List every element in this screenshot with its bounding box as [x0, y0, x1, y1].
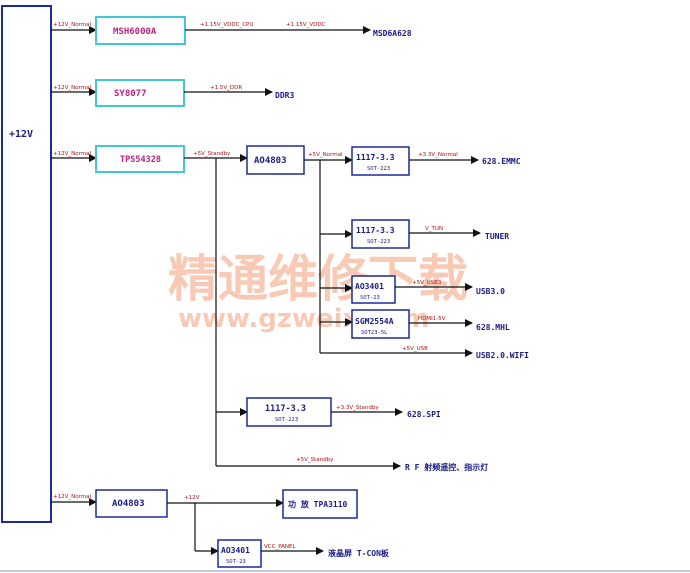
net-hdmi-5v: HDMI1-5V: [418, 316, 446, 322]
dest-wifi: USB2.0.WIFI: [476, 351, 529, 360]
block-ldo-emmc-label: 1117-3.3: [356, 153, 395, 162]
net-5v-normal: +5V_Normal: [308, 152, 343, 158]
block-ldo-tuner-pkg: SOT-223: [367, 239, 390, 245]
net-vddc: +1.15V_VDDC: [286, 22, 326, 28]
block-sgm2554a-pkg: SOT23-5L: [361, 330, 388, 336]
net-33v-normal: +3.3V_Normal: [418, 152, 458, 158]
net-5v-standby-1: +5V_Standby: [193, 151, 231, 157]
block-ldo-emmc-pkg: SOT-223: [367, 166, 390, 172]
net-vcc-panel: VCC_PANEL: [264, 544, 297, 550]
net-ddr: +1.5V_DDR: [210, 85, 242, 91]
block-ao3401-usb: [351, 275, 396, 304]
block-ao3401-usb-label: AO3401: [355, 282, 384, 291]
block-ldo-tuner: [351, 219, 410, 249]
dest-tuner: TUNER: [485, 232, 509, 241]
net-5v-standby-2: +5V_Standby: [296, 457, 334, 463]
block-msh6000a-label: MSH6000A: [113, 27, 157, 37]
block-amp-label: 功 放 TPA3110: [288, 499, 348, 509]
net-5v-usb: +5V_USB: [402, 346, 428, 352]
watermark-cn: 精通维修下载: [168, 250, 468, 308]
block-amp: [282, 489, 358, 519]
block-ao4803-a-label: AO4803: [254, 156, 287, 166]
net-12v-normal-4: +12V_Normal: [53, 494, 91, 500]
dest-mhl: 628.MHL: [476, 323, 510, 332]
block-ldo-spi-label: 1117-3.3: [265, 404, 306, 414]
block-ao3401-panel-label: AO3401: [221, 546, 250, 555]
net-12v-normal-1: +12V_Normal: [53, 22, 91, 28]
rail-12v-box: [1, 5, 52, 523]
dest-emmc: 628.EMMC: [482, 157, 521, 166]
block-ao3401-usb-pkg: SOT-23: [360, 295, 380, 301]
block-tps54328: [95, 145, 185, 173]
net-12v-normal-3: +12V_Normal: [53, 151, 91, 157]
block-ao3401-panel: [217, 539, 262, 568]
dest-msd6a628: MSD6A628: [373, 29, 412, 38]
net-5v-usb3: +5V_USB3: [412, 280, 442, 286]
block-sgm2554a-label: SGM2554A: [355, 317, 394, 326]
dest-usb3: USB3.0: [476, 287, 505, 296]
net-12v: +12V: [184, 495, 200, 501]
block-sy8077-label: SY8077: [114, 89, 147, 99]
block-tps54328-label: TPS54328: [120, 155, 161, 165]
block-ldo-spi-pkg: SOT-223: [275, 417, 298, 423]
net-vddc-cpu: +1.15V_VDDC_CPU: [200, 22, 253, 28]
dest-panel: 液晶屏 T-CON板: [328, 548, 390, 558]
block-ao4803-b-label: AO4803: [112, 499, 145, 509]
block-msh6000a: [95, 16, 186, 45]
block-ao4803-a: [246, 145, 305, 175]
block-ldo-emmc: [351, 146, 410, 176]
net-v-tun: V_TUN: [425, 226, 443, 232]
rail-12v-label: +12V: [9, 129, 33, 140]
block-ao3401-panel-pkg: SOT-23: [226, 559, 246, 565]
dest-rf: R F 射频遥控、指示灯: [405, 462, 488, 472]
net-33v-standby: +3.3V_Standby: [336, 405, 379, 411]
block-ao4803-b: [95, 489, 168, 518]
block-ldo-spi: [246, 397, 332, 427]
block-sgm2554a: [351, 309, 410, 339]
block-sy8077: [95, 79, 185, 107]
block-ldo-tuner-label: 1117-3.3: [356, 226, 395, 235]
net-12v-normal-2: +12V_Normal: [53, 85, 91, 91]
dest-spi: 628.SPI: [407, 410, 441, 419]
dest-ddr3: DDR3: [275, 91, 294, 100]
